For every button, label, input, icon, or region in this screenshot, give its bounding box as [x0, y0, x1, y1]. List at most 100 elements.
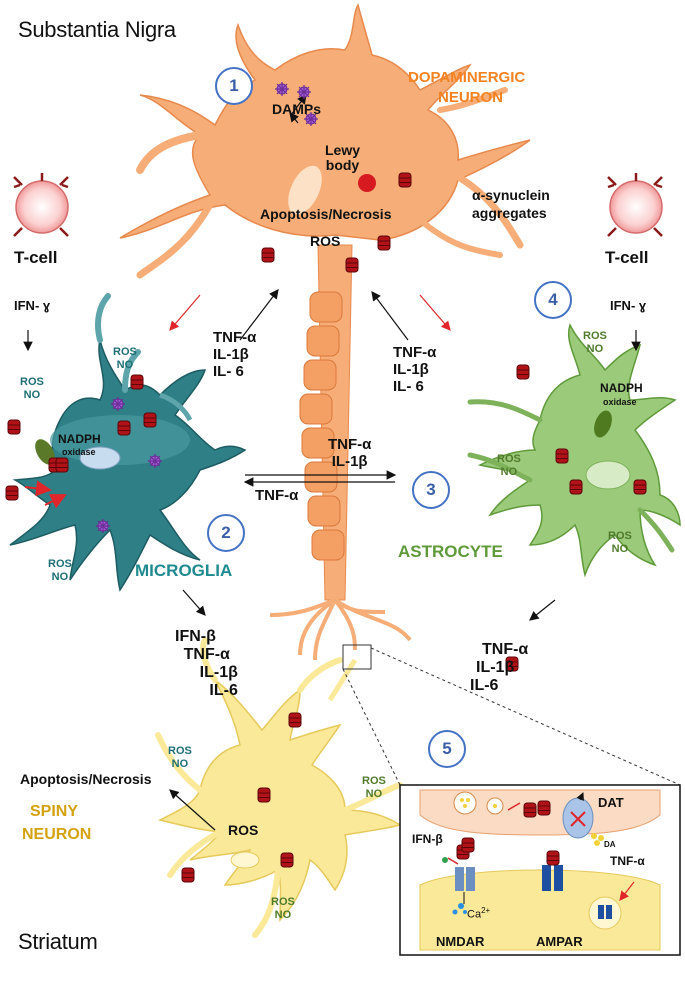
dopaminergic-neuron-body [119, 3, 531, 661]
red-arrows [24, 294, 451, 509]
cyt-tnf: TNF-α [328, 436, 372, 453]
astrocyte-label: ASTROCYTE [398, 542, 503, 561]
zoom-source-box [342, 644, 372, 670]
no-text: NO [51, 570, 69, 583]
cyt-ifn-beta: IFN-β [175, 628, 216, 645]
ca-text: Ca [467, 908, 482, 921]
cyt-tnf: TNF-α [213, 329, 257, 346]
cyt-il1b: IL-1β [199, 663, 238, 681]
ros-text: ROS [583, 330, 607, 342]
spiny-line2: NEURON [22, 826, 92, 844]
neuron-ros-label: ROS [310, 233, 341, 249]
cyt-il6: IL-6 [209, 681, 238, 699]
arrows [23, 94, 641, 831]
ifn-gamma-right: IFN- ɣ [610, 298, 647, 313]
cyt-il1b: IL-1β [476, 658, 515, 676]
inset-ifn-beta-label: IFN-β [412, 832, 443, 846]
ifn-gamma-left: IFN- ɣ [14, 298, 51, 313]
cytokines-microglia-output: IFN-β TNF-α IL-1β IL-6 [175, 628, 238, 700]
spiny-line1: SPINY [30, 803, 79, 820]
cyt-tnf: TNF-α [482, 641, 529, 658]
ros-text: ROS [20, 376, 44, 388]
ros-text: ROS [362, 775, 386, 787]
calcium-label: Ca2+ [467, 906, 491, 921]
ros-text: ROS [113, 346, 137, 358]
ros-text: ROS [497, 453, 521, 465]
oxidase-label-astrocyte: oxidase [603, 397, 637, 407]
step-marker-1: 1 [215, 67, 253, 105]
cyt-il1b: IL-1β [331, 452, 368, 470]
no-text: NO [23, 388, 41, 401]
oxidase-label-microglia: oxidase [62, 447, 96, 457]
astrocyte-cell [467, 323, 681, 578]
ros-text: ROS [48, 558, 72, 570]
step-marker-3: 3 [412, 471, 450, 509]
no-text: NO [171, 757, 189, 770]
cytokines-microglia-to-astrocyte: TNF-α IL-1β [328, 436, 372, 471]
ca-charge: 2+ [481, 906, 491, 915]
dopaminergic-label-line1: DOPAMINERGIC [408, 69, 526, 86]
lewy-line2: body [325, 157, 360, 174]
no-text: NO [274, 908, 292, 921]
ros-text: ROS [271, 896, 295, 908]
no-text: NO [500, 465, 518, 478]
cytokine-tnf-back: TNF-α [255, 487, 299, 504]
no-text: NO [116, 358, 134, 371]
step-marker-2: 2 [207, 514, 245, 552]
nmdar-label: NMDAR [436, 934, 485, 949]
cyt-il1b: IL-1β [213, 345, 249, 363]
damps-label: DAMPs [272, 101, 322, 117]
microglia-cell [9, 293, 247, 592]
cyt-il6: IL- 6 [213, 362, 244, 380]
dopaminergic-label-line2: NEURON [438, 88, 504, 106]
cytokines-astrocyte-to-neuron: TNF-α IL-1β IL- 6 [393, 344, 437, 395]
synapse-inset [399, 784, 681, 956]
t-cell-right-label: T-cell [605, 248, 649, 267]
step-marker-5: 5 [428, 730, 466, 768]
inset-tnf-label: TNF-α [610, 854, 645, 868]
cyt-il1b: IL-1β [393, 360, 429, 378]
da-label: DA [604, 840, 616, 849]
dopaminergic-neuron-label: DOPAMINERGIC NEURON [408, 68, 525, 107]
myelin-sheath [299, 291, 345, 561]
no-text: NO [611, 542, 629, 555]
dat-label: DAT [598, 795, 624, 810]
cyt-il6: IL- 6 [393, 377, 424, 395]
ampar-label: AMPAR [536, 934, 583, 949]
cytokines-microglia-to-neuron: TNF-α IL-1β IL- 6 [213, 329, 257, 380]
microglia-label: MICROGLIA [135, 561, 233, 580]
synuclein-line2: aggregates [472, 205, 547, 222]
t-cell-right [607, 173, 663, 237]
lewy-line1: Lewy [325, 142, 361, 158]
step-marker-4: 4 [534, 281, 572, 319]
ros-text: ROS [168, 745, 192, 757]
no-text: NO [586, 342, 604, 355]
synuclein-label: α-synuclein aggregates [472, 186, 550, 222]
cyt-il6: IL-6 [470, 676, 499, 694]
nadph-label-astrocyte: NADPH [600, 381, 643, 395]
spiny-ros-label: ROS [228, 822, 259, 838]
spiny-neuron-label: SPINY NEURON [22, 800, 91, 846]
spiny-apoptosis-label: Apoptosis/Necrosis [20, 771, 152, 787]
substantia-nigra-label: Substantia Nigra [18, 17, 176, 42]
t-cell-left-label: T-cell [14, 248, 58, 267]
t-cell-left [13, 173, 69, 237]
lewy-body-label: Lewy body [325, 142, 361, 174]
synuclein-line1: α-synuclein [472, 187, 550, 203]
striatum-label: Striatum [18, 929, 98, 954]
spiny-neuron-cell [155, 637, 403, 938]
ros-text: ROS [608, 530, 632, 542]
cytokines-astrocyte-output: TNF-α IL-1β IL-6 [470, 641, 528, 695]
cyt-tnf: TNF-α [393, 344, 437, 361]
